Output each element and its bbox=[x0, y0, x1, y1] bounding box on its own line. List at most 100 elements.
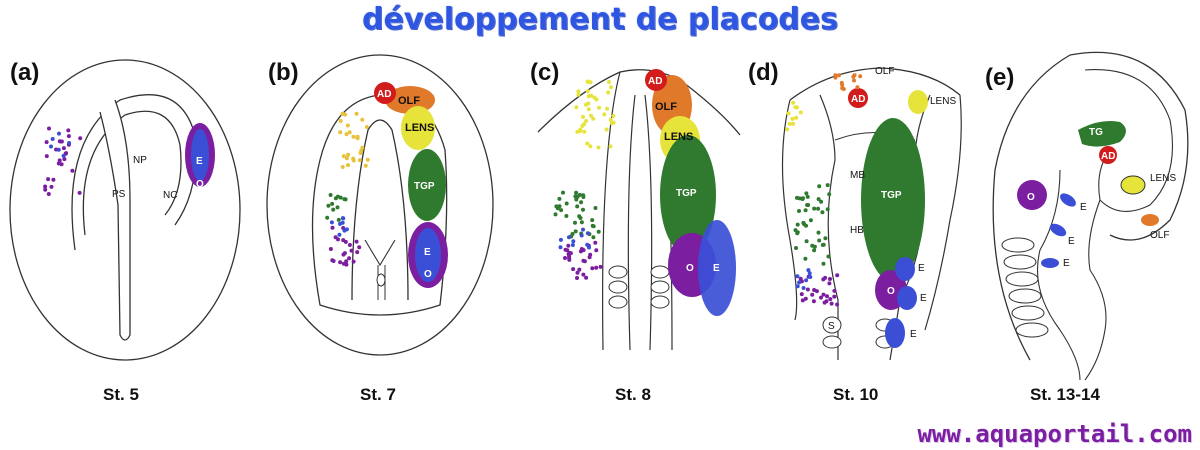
panel-letter-c: (c) bbox=[530, 59, 559, 86]
label-tgp-c: TGP bbox=[676, 188, 697, 199]
cell-dot bbox=[821, 261, 826, 266]
label-e-c: E bbox=[713, 263, 720, 274]
panel-letter-a: (a) bbox=[10, 59, 39, 86]
cell-dot bbox=[819, 295, 823, 300]
cell-dot bbox=[553, 212, 558, 217]
cell-dot bbox=[828, 297, 833, 302]
cell-dot bbox=[559, 208, 564, 213]
label-olf-b: OLF bbox=[398, 95, 420, 107]
label-e3-e: E bbox=[1063, 258, 1070, 269]
cell-dot bbox=[342, 197, 347, 202]
label-e2-e: E bbox=[1068, 236, 1075, 247]
cell-dot bbox=[821, 242, 826, 247]
cell-dot bbox=[338, 260, 343, 265]
cell-dot bbox=[591, 116, 596, 121]
cell-dot bbox=[581, 114, 585, 119]
cell-dot bbox=[590, 266, 595, 271]
cell-dot bbox=[826, 254, 831, 259]
label-tg: TG bbox=[1089, 127, 1103, 138]
label-tgp-d: TGP bbox=[881, 190, 902, 201]
cell-dot bbox=[795, 231, 800, 236]
lateral-right-d bbox=[924, 94, 962, 331]
cell-dot bbox=[344, 132, 349, 137]
cell-dot bbox=[823, 236, 828, 241]
cell-dot bbox=[585, 141, 590, 146]
cell-dot bbox=[333, 196, 338, 201]
cell-dot bbox=[329, 220, 334, 225]
trigeminal-domain-b bbox=[408, 149, 446, 221]
cell-dot bbox=[805, 194, 810, 199]
cell-dot bbox=[338, 195, 343, 200]
cell-dot bbox=[576, 89, 581, 94]
cell-dot bbox=[812, 206, 817, 211]
cell-dot bbox=[66, 134, 71, 139]
cell-dot bbox=[346, 152, 351, 157]
panel-letter-e: (e) bbox=[985, 64, 1014, 91]
somite bbox=[1001, 237, 1035, 253]
epibranchial-domain-a bbox=[191, 129, 209, 181]
cell-dot bbox=[342, 251, 347, 256]
cell-scatter-a bbox=[43, 126, 83, 196]
label-olf-e: OLF bbox=[1150, 230, 1169, 241]
somites-c bbox=[608, 265, 670, 309]
cell-dot bbox=[816, 197, 821, 202]
stage-label-d: St. 10 bbox=[833, 385, 878, 404]
cell-dot bbox=[578, 249, 583, 254]
cell-dot bbox=[581, 272, 586, 277]
cell-dot bbox=[563, 256, 567, 260]
cell-dot bbox=[558, 237, 563, 242]
somite bbox=[1011, 305, 1045, 321]
epibranchial-domain-2-d bbox=[897, 286, 917, 310]
cell-dot bbox=[564, 214, 569, 218]
label-mb: MB bbox=[850, 170, 865, 181]
head-fold-c bbox=[537, 69, 741, 136]
lens-domain-d bbox=[908, 90, 928, 114]
cell-dot bbox=[579, 200, 584, 205]
label-ad-c: AD bbox=[648, 76, 662, 87]
cell-dot bbox=[596, 145, 601, 150]
cell-dot bbox=[803, 256, 808, 261]
somite bbox=[1005, 271, 1039, 287]
neural-fold-left-outer-c bbox=[602, 71, 621, 351]
cell-dot bbox=[581, 193, 586, 198]
cell-dot bbox=[565, 248, 570, 253]
cell-dot bbox=[598, 264, 603, 269]
cell-dot bbox=[794, 246, 798, 250]
epibranchial-domain-b bbox=[415, 228, 441, 282]
cell-dot bbox=[577, 214, 582, 219]
cell-dot bbox=[808, 275, 813, 279]
somite bbox=[650, 265, 670, 279]
trigeminal-ganglion-e bbox=[1078, 121, 1126, 147]
cell-dot bbox=[602, 112, 607, 117]
cell-dot bbox=[573, 229, 578, 234]
cell-dot bbox=[567, 251, 572, 256]
cell-dot bbox=[347, 243, 352, 247]
cell-dot bbox=[581, 207, 585, 212]
label-lens-c: LENS bbox=[664, 131, 693, 143]
cell-dot bbox=[570, 243, 575, 247]
panel-d: (d) OLF LENS AD MB TGP HB E E E O S St. … bbox=[748, 59, 962, 404]
cell-dot bbox=[564, 201, 569, 206]
cell-dot bbox=[351, 134, 356, 139]
cell-dot bbox=[571, 267, 576, 272]
cell-dot bbox=[577, 267, 582, 272]
neural-fold-left-inner-c bbox=[627, 94, 636, 351]
cell-dot bbox=[46, 192, 51, 196]
cell-dot bbox=[46, 177, 51, 182]
cell-dot bbox=[594, 265, 599, 270]
cell-dot bbox=[557, 204, 562, 209]
cell-dot bbox=[588, 80, 593, 85]
cell-dot bbox=[44, 154, 49, 159]
cell-dot bbox=[575, 194, 580, 199]
cell-dot bbox=[49, 144, 53, 149]
cell-dot bbox=[573, 220, 577, 225]
cell-dot bbox=[341, 154, 346, 159]
panel-b: (b) AD OLF LENS TGP E O St. 7 bbox=[266, 54, 494, 404]
cell-dot bbox=[331, 207, 336, 212]
cell-dot bbox=[574, 105, 579, 110]
cell-dot bbox=[811, 299, 816, 304]
cell-dot bbox=[795, 195, 799, 200]
cell-dot bbox=[338, 130, 343, 135]
cell-dot bbox=[335, 205, 340, 210]
